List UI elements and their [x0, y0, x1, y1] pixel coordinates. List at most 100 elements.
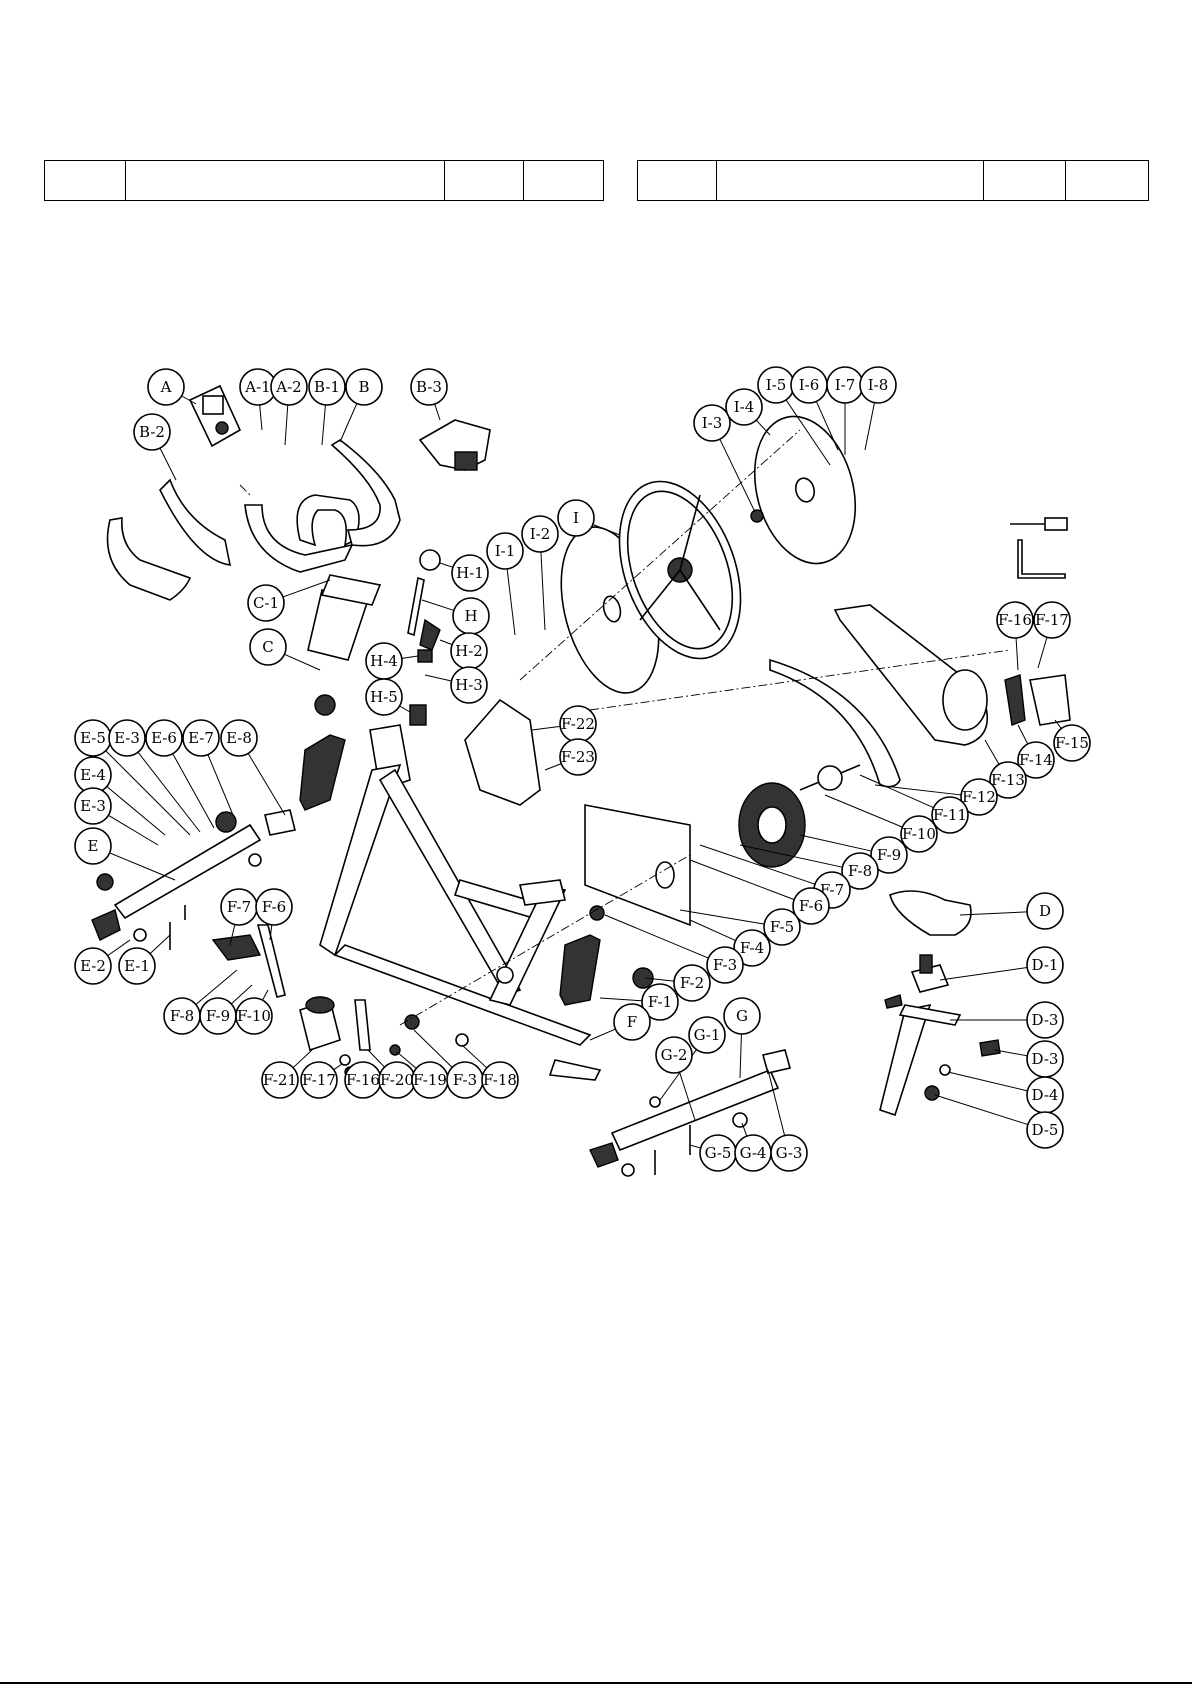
callout-f-6: F-6 [255, 888, 293, 941]
callout-circle [118, 947, 156, 985]
callout-e-4: E-4 [74, 756, 166, 836]
leader-line [396, 1051, 417, 1069]
leader-line [137, 751, 201, 833]
callout-circle [247, 584, 285, 622]
callout-label: F-17 [302, 1071, 336, 1089]
callout-circle [345, 368, 383, 406]
callout-label: E [88, 837, 99, 855]
callout-f-2: F-2 [644, 964, 711, 1002]
leader-line [439, 639, 453, 646]
rear-stabilizer-drawing [589, 1049, 791, 1177]
callout-circle [723, 997, 761, 1035]
leader-line [679, 909, 765, 925]
callout-label: H-2 [455, 642, 483, 660]
callout-circle [1053, 724, 1091, 762]
table-cell [124, 160, 445, 201]
callout-f-23: F-23 [544, 738, 597, 776]
callout-g-2: G-2 [655, 1036, 696, 1121]
table-cell [523, 160, 604, 201]
leader-line [282, 579, 331, 598]
callout-label: F-18 [483, 1071, 517, 1089]
callout-label: F-11 [933, 806, 967, 824]
callout-label: A-1 [244, 378, 270, 396]
callout-circle [673, 964, 711, 1002]
callout-circle [996, 601, 1034, 639]
callout-b-1: B-1 [308, 368, 346, 446]
callout-f-17: F-17 [300, 1061, 343, 1099]
leader-line [739, 1033, 742, 1079]
leader-line [421, 599, 455, 611]
leader-line [544, 763, 562, 771]
callout-f-16: F-16 [344, 1061, 382, 1099]
callout-circle [733, 929, 771, 967]
table-cell [637, 160, 717, 201]
leader-line [106, 786, 166, 836]
parts-table-left [44, 160, 604, 201]
callout-b-2: B-2 [133, 413, 177, 481]
callout-label: D-4 [1032, 1086, 1059, 1104]
callout-label: E-3 [114, 729, 140, 747]
callout-d-3: D-3 [994, 1040, 1064, 1078]
leader-line [108, 814, 159, 846]
leader-line [531, 725, 561, 731]
callout-i-1: I-1 [486, 532, 524, 636]
callout-label: I-6 [799, 376, 820, 394]
callout-circle [559, 738, 597, 776]
leader-line [333, 1063, 343, 1071]
callout-circle [655, 1036, 693, 1074]
callout-label: H-3 [455, 676, 483, 694]
leader-line [399, 705, 411, 713]
callout-label: F-1 [648, 993, 672, 1011]
callout-circle [365, 678, 403, 716]
callout-a-1: A-1 [239, 368, 277, 431]
leader-line [984, 739, 1000, 765]
callout-circle [641, 983, 679, 1021]
callout-f-14: F-14 [1017, 724, 1055, 779]
callout-circle [145, 719, 183, 757]
callout-f-10: F-10 [235, 989, 273, 1035]
leader-line [367, 1049, 385, 1068]
callout-e-7: E-7 [182, 719, 234, 816]
leader-line [181, 395, 197, 405]
callout-label: F-2 [680, 974, 704, 992]
callout-label: I-1 [495, 542, 516, 560]
callout-label: D [1039, 902, 1051, 920]
leader-line [461, 1044, 488, 1069]
callout-label: F [627, 1013, 637, 1031]
callout-a: A [147, 368, 197, 406]
callout-label: F-15 [1055, 734, 1089, 752]
callout-e-5: E-5 [74, 719, 191, 836]
callout-b-3: B-3 [410, 368, 448, 421]
callout-g-5: G-5 [689, 1134, 737, 1172]
callout-circle [450, 666, 488, 704]
leader-line [1015, 637, 1019, 671]
callout-circle [792, 887, 830, 925]
callout-circle [1026, 892, 1064, 930]
callout-g: G [723, 997, 761, 1079]
callout-label: F-8 [848, 862, 872, 880]
callout-label: F-7 [820, 881, 844, 899]
callout-i-6: I-6 [790, 366, 839, 451]
leader-line [424, 674, 452, 682]
callout-circle [481, 1061, 519, 1099]
callout-b: B [339, 368, 383, 443]
callout-label: I [573, 509, 579, 527]
callout-e-1: E-1 [118, 934, 171, 985]
callout-i-2: I-2 [521, 515, 559, 631]
callout-f-5: F-5 [679, 908, 801, 946]
callout-g-4: G-4 [734, 1122, 772, 1172]
callout-circle [688, 1016, 726, 1054]
callout-c: C [249, 628, 321, 671]
leader-line [339, 403, 358, 443]
leader-line [284, 653, 321, 671]
callout-circle [410, 368, 448, 406]
callout-circle [1017, 741, 1055, 779]
callout-label: G-4 [740, 1144, 767, 1162]
callout-f-8: F-8 [739, 844, 879, 890]
callout-e-2: E-2 [74, 939, 131, 985]
callout-f-10: F-10 [824, 794, 938, 853]
callout-d-4: D-4 [947, 1071, 1064, 1114]
callout-i: I [557, 499, 621, 537]
callout-label: F-7 [227, 898, 251, 916]
leader-line [1037, 637, 1048, 669]
